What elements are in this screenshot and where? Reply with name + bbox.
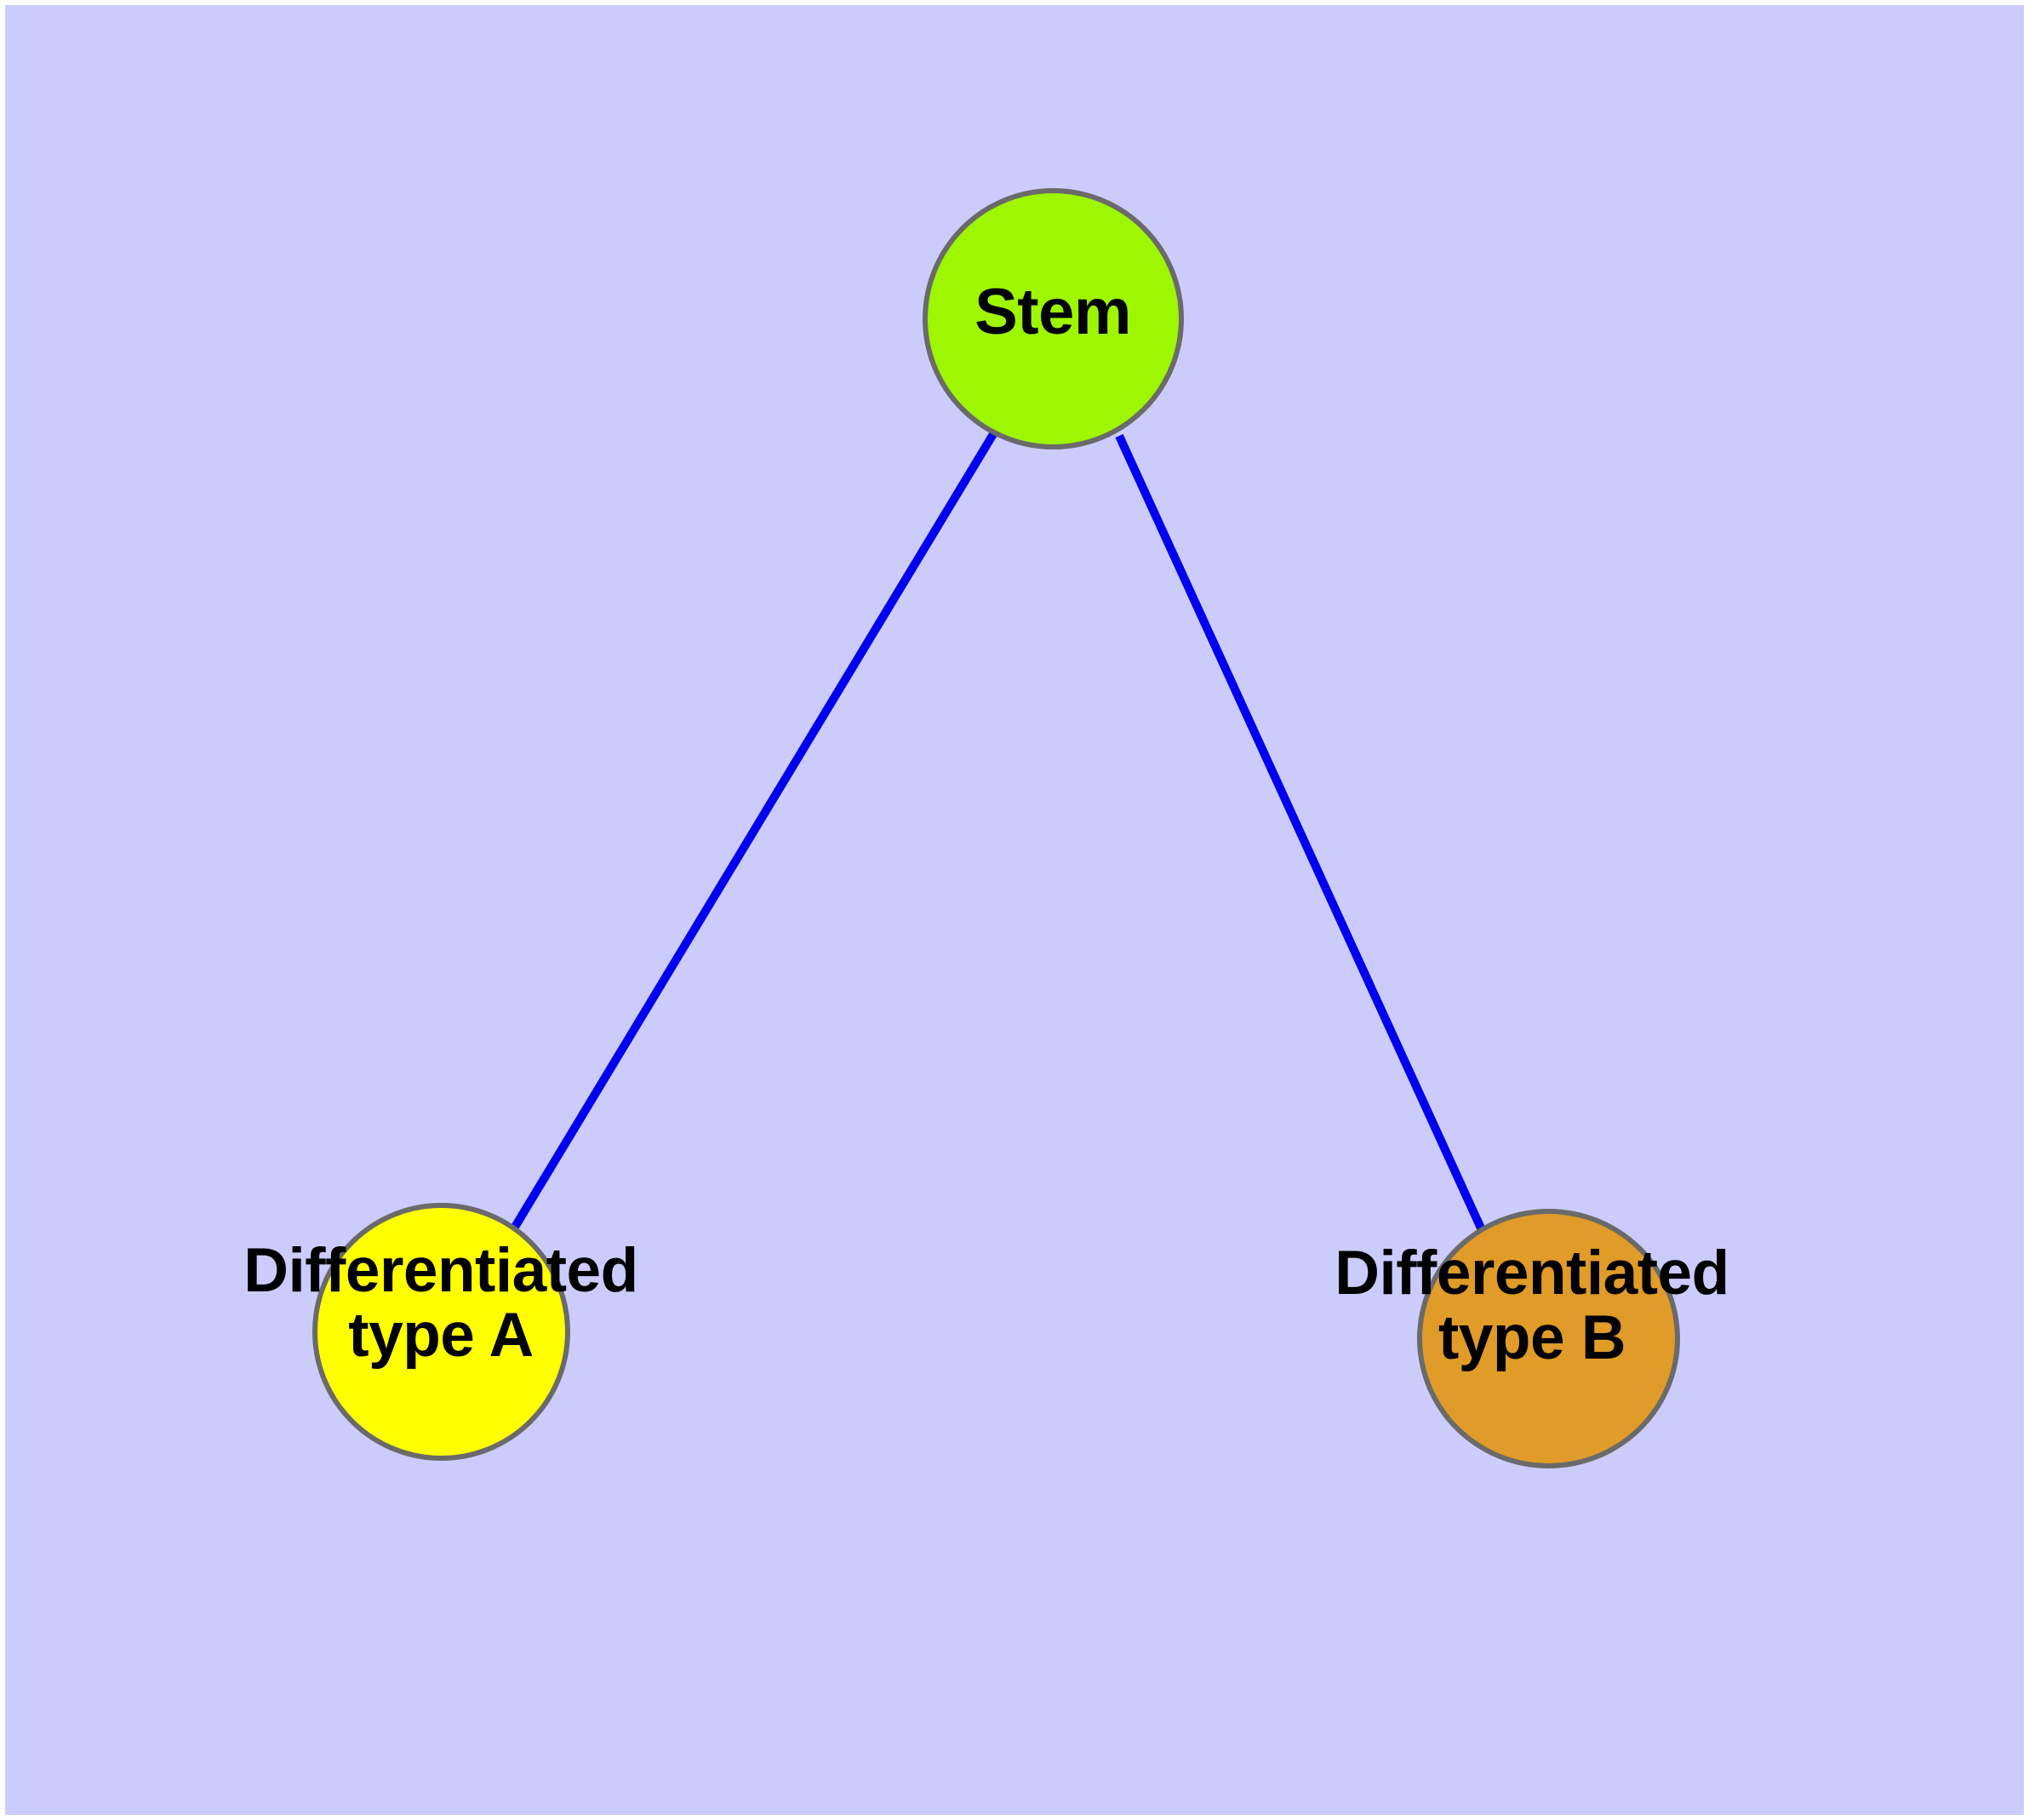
node-differentiated-type-b[interactable] <box>1417 1209 1680 1468</box>
node-differentiated-type-a[interactable] <box>312 1203 570 1461</box>
node-stem[interactable] <box>923 188 1184 449</box>
